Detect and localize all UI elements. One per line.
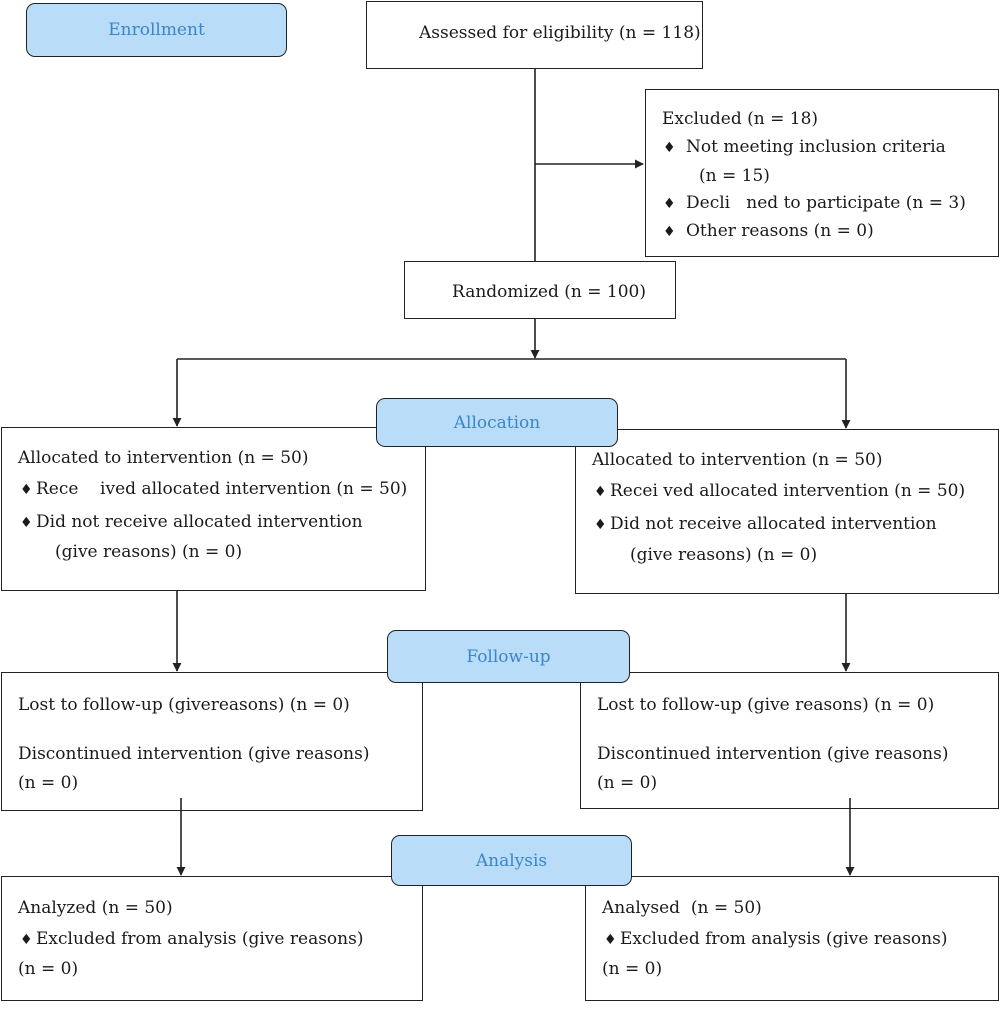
- bullet-icon: ♦: [594, 484, 607, 500]
- followup-left-discontinued: Discontinued intervention (give reasons): [18, 744, 370, 764]
- stage-follow-up: Follow-up: [387, 630, 630, 683]
- randomized-box: Randomized (n = 100): [404, 261, 676, 319]
- allocation-right-box: Allocated to intervention (n = 50) ♦ Rec…: [575, 429, 999, 594]
- followup-right-discontinued: Discontinued intervention (give reasons): [597, 744, 949, 764]
- allocation-left-box: Allocated to intervention (n = 50) ♦ Rec…: [1, 427, 426, 591]
- allocation-right-not-received: Did not receive allocated intervention: [610, 514, 937, 534]
- analysis-left-excluded: Excluded from analysis (give reasons): [36, 929, 364, 949]
- bullet-icon: ♦: [20, 932, 33, 948]
- followup-right-lost: Lost to follow-up (give reasons) (n = 0): [597, 695, 935, 715]
- analysis-left-title: Analyzed (n = 50): [18, 898, 173, 918]
- analysis-right-excluded: Excluded from analysis (give reasons): [620, 929, 948, 949]
- excluded-title: Excluded (n = 18): [662, 109, 819, 129]
- analysis-right-count: (n = 0): [602, 959, 663, 979]
- analysis-right-box: Analysed (n = 50) ♦ Excluded from analys…: [585, 876, 999, 1001]
- followup-left-lost: Lost to follow-up (givereasons) (n = 0): [18, 695, 350, 715]
- followup-left-count: (n = 0): [18, 773, 79, 793]
- allocation-right-reasons: (give reasons) (n = 0): [630, 545, 818, 565]
- followup-left-box: Lost to follow-up (givereasons) (n = 0) …: [1, 672, 423, 811]
- stage-analysis: Analysis: [391, 835, 632, 886]
- randomized-text: Randomized (n = 100): [452, 282, 646, 302]
- bullet-icon: ♦: [594, 517, 607, 533]
- bullet-icon: ♦: [663, 196, 676, 212]
- analysis-left-count: (n = 0): [18, 959, 79, 979]
- allocation-left-not-received: Did not receive allocated intervention: [36, 512, 363, 532]
- excluded-item-other: Other reasons (n = 0): [686, 221, 874, 241]
- bullet-icon: ♦: [663, 140, 676, 156]
- excluded-item-declined: Decli ned to participate (n = 3): [686, 193, 966, 213]
- allocation-left-received: Rece ived allocated intervention (n = 50…: [36, 479, 408, 499]
- bullet-icon: ♦: [20, 482, 33, 498]
- excluded-item-criteria-count: (n = 15): [699, 166, 770, 186]
- excluded-item-criteria: Not meeting inclusion criteria: [686, 137, 946, 157]
- assessed-text: Assessed for eligibility (n = 118): [419, 23, 701, 43]
- bullet-icon: ♦: [663, 224, 676, 240]
- followup-right-count: (n = 0): [597, 773, 658, 793]
- excluded-box: Excluded (n = 18) ♦ Not meeting inclusio…: [645, 89, 999, 257]
- bullet-icon: ♦: [604, 932, 617, 948]
- stage-enrollment: Enrollment: [26, 3, 287, 57]
- allocation-left-title: Allocated to intervention (n = 50): [18, 448, 309, 468]
- bullet-icon: ♦: [20, 515, 33, 531]
- analysis-right-title: Analysed (n = 50): [602, 898, 762, 918]
- followup-right-box: Lost to follow-up (give reasons) (n = 0)…: [580, 672, 999, 809]
- analysis-left-box: Analyzed (n = 50) ♦ Excluded from analys…: [1, 876, 423, 1001]
- allocation-right-title: Allocated to intervention (n = 50): [592, 450, 883, 470]
- allocation-left-reasons: (give reasons) (n = 0): [55, 542, 243, 562]
- stage-allocation: Allocation: [376, 398, 618, 447]
- allocation-right-received: Recei ved allocated intervention (n = 50…: [610, 481, 966, 501]
